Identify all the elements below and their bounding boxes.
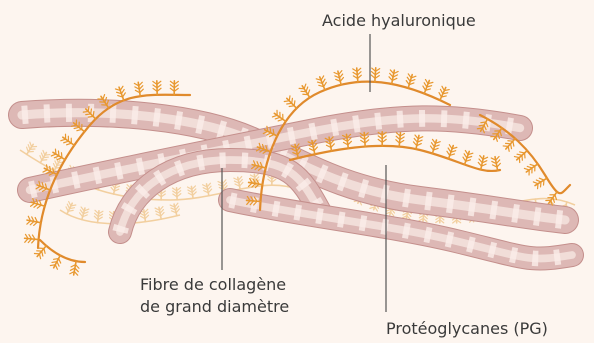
proteoglycan-sprig	[371, 68, 379, 82]
proteoglycan-sprig	[447, 145, 457, 159]
proteoglycan-sprig	[134, 82, 143, 96]
proteoglycan-sprig	[51, 149, 65, 159]
faded-proteoglycan-sprig	[155, 207, 164, 220]
proteoglycan-sprig	[478, 156, 487, 170]
faded-proteoglycan-sprig	[203, 183, 212, 196]
proteoglycan-sprig	[389, 70, 398, 84]
faded-proteoglycan-sprig	[40, 150, 50, 162]
proteoglycan-sprig	[61, 134, 74, 145]
label-hyaluronic-acid: Acide hyaluronique	[322, 10, 476, 32]
proteoglycan-sprig	[334, 71, 343, 85]
proteoglycan-sprig	[25, 234, 39, 243]
faded-proteoglycan-sprig	[234, 177, 243, 190]
proteoglycan-sprig	[533, 178, 547, 188]
proteoglycan-sprig	[170, 81, 178, 95]
proteoglycan-sprig	[299, 84, 310, 98]
proteoglycan-sprig	[524, 164, 537, 175]
faded-proteoglycan-sprig	[80, 207, 89, 220]
proteoglycan-sprig	[491, 156, 500, 170]
label-proteoglycans: Protéoglycanes (PG)	[386, 318, 548, 340]
proteoglycan-sprig	[153, 81, 161, 95]
label-collagen-line2: de grand diamètre	[140, 296, 289, 318]
proteoglycan-sprig	[406, 74, 416, 88]
proteoglycan-sprig	[503, 139, 515, 152]
proteoglycan-sprig	[413, 135, 422, 149]
proteoglycan-sprig	[27, 216, 41, 225]
faded-proteoglycan-sprig	[187, 186, 196, 198]
proteoglycan-sprig	[396, 133, 405, 147]
collagen-fibers	[22, 113, 572, 259]
proteoglycan-sprig	[439, 86, 449, 100]
proteoglycan-sprig	[284, 96, 296, 108]
proteoglycan-sprig	[50, 255, 60, 269]
proteoglycan-sprig	[115, 86, 125, 100]
label-collagen-fiber: Fibre de collagène de grand diamètre	[140, 274, 289, 318]
label-collagen-line1: Fibre de collagène	[140, 274, 289, 296]
proteoglycan-sprig	[423, 79, 433, 93]
faded-proteoglycan-sprig	[173, 188, 181, 200]
faded-proteoglycan-sprig	[170, 203, 179, 216]
hyaluronic-acid-strand	[40, 240, 85, 262]
proteoglycan-sprig	[463, 151, 473, 165]
proteoglycan-sprig	[430, 139, 440, 153]
proteoglycan-sprig	[378, 132, 386, 146]
proteoglycan-sprig	[353, 68, 362, 82]
proteoglycan-sprig	[514, 151, 527, 163]
proteoglycan-sprig	[70, 261, 79, 275]
proteoglycan-sprig	[272, 110, 285, 121]
faded-proteoglycan-sprig	[94, 210, 103, 222]
faded-proteoglycan-sprig	[27, 142, 37, 154]
proteoglycan-sprig	[316, 76, 326, 90]
proteoglycan-sprig	[34, 246, 46, 259]
faded-proteoglycan-sprig	[66, 201, 76, 214]
